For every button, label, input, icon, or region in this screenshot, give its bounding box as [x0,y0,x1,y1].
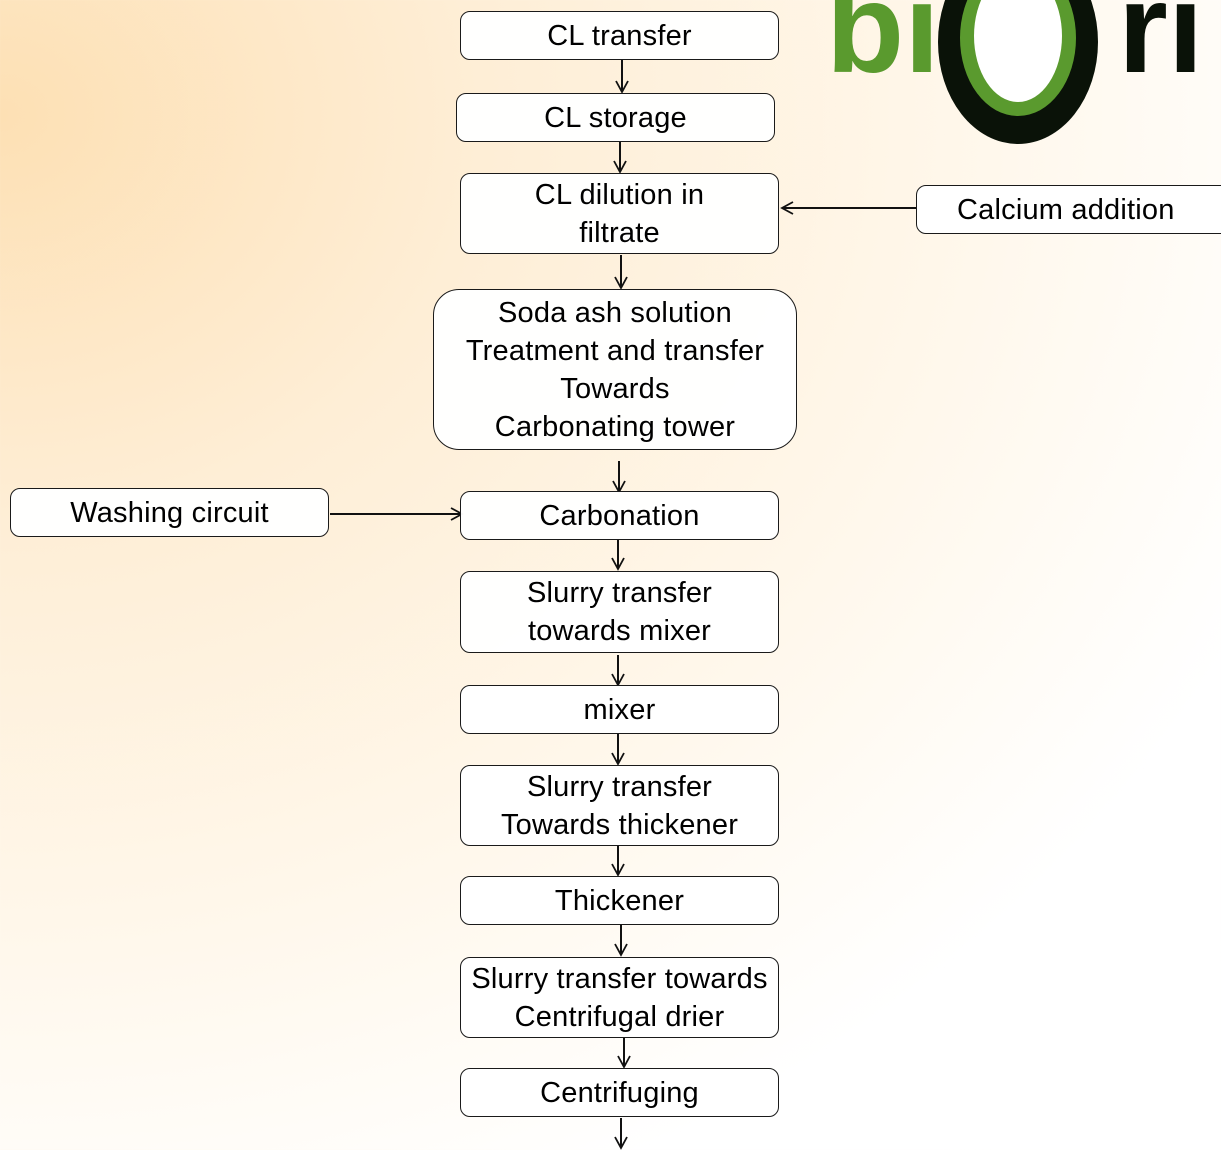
input-washing-circuit: Washing circuit [10,488,329,537]
step-centrifuging: Centrifuging [460,1068,779,1117]
step-mixer: mixer [460,685,779,734]
step-soda-ash: Soda ash solution Treatment and transfer… [433,289,797,450]
step-slurry-to-drier: Slurry transfer towards Centrifugal drie… [460,957,779,1038]
step-cl-transfer: CL transfer [460,11,779,60]
logo-letters-ri: ri [1118,0,1203,100]
step-thickener: Thickener [460,876,779,925]
step-slurry-to-thickener: Slurry transfer Towards thickener [460,765,779,846]
logo-letters-bi: bi [826,0,940,100]
logo-ring-hole [974,0,1062,102]
input-calcium-addition: Calcium addition [916,185,1221,234]
step-slurry-to-mixer: Slurry transfer towards mixer [460,571,779,653]
step-cl-storage: CL storage [456,93,775,142]
step-cl-dilution: CL dilution in filtrate [460,173,779,254]
step-carbonation: Carbonation [460,491,779,540]
biori-logo: bi ri [826,0,1203,144]
